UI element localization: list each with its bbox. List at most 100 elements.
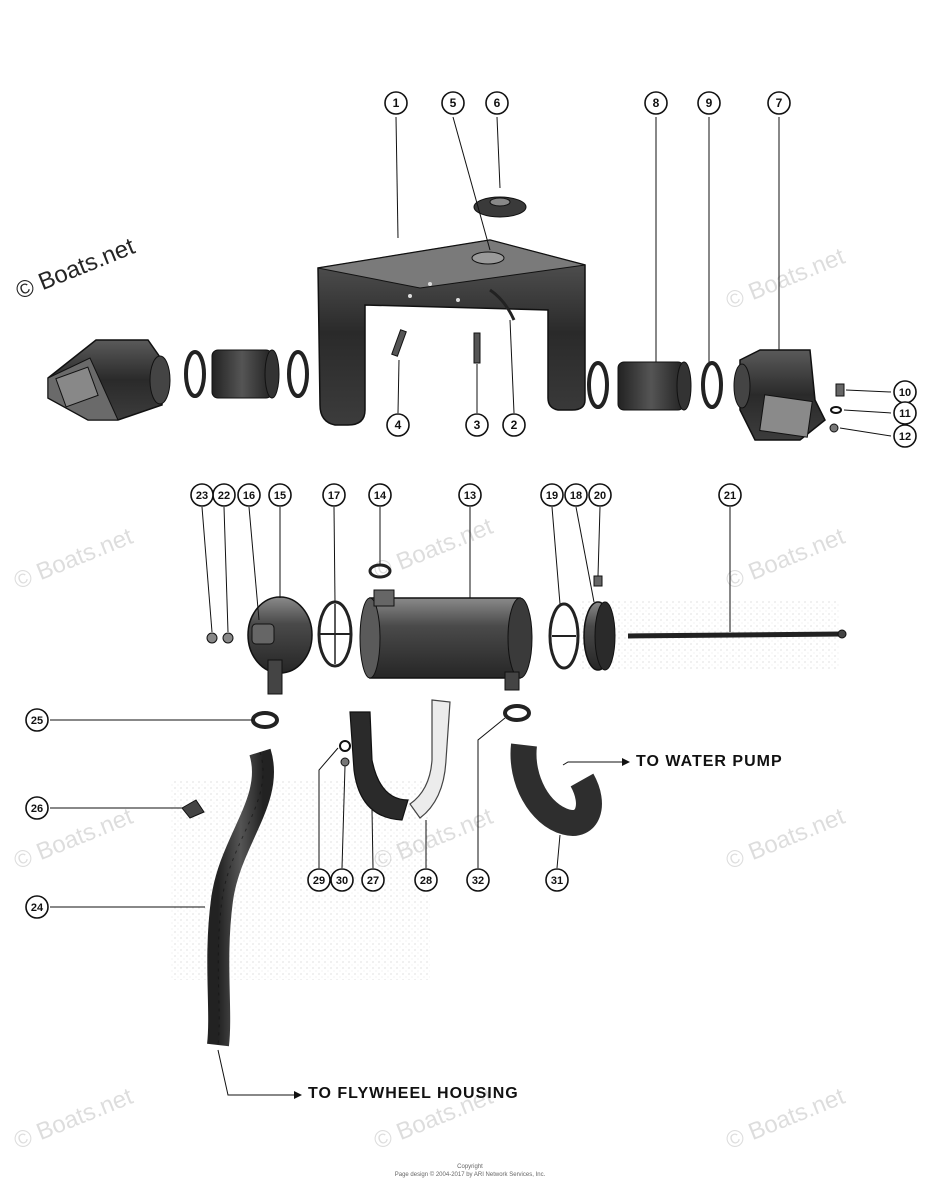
part-number-badge-16: 16	[237, 483, 261, 507]
part-30-nut	[340, 757, 350, 767]
badge-circle	[386, 413, 410, 437]
part-number-badge-11: 11	[893, 401, 917, 425]
badge-circle	[893, 424, 917, 448]
badge-label: 32	[472, 875, 484, 887]
part-number-badge-14: 14	[368, 483, 392, 507]
badge-label: 13	[464, 490, 476, 502]
left-elbow-housing	[47, 339, 171, 421]
part-number-badge-30: 30	[330, 868, 354, 892]
part-number-badge-4: 4	[386, 413, 410, 437]
arrowhead	[622, 758, 630, 766]
badge-circle	[361, 868, 385, 892]
footer-line2: Page design © 2004-2017 by ARI Network S…	[394, 1172, 546, 1178]
badge-label: 28	[420, 875, 432, 887]
part-number-badge-5: 5	[441, 91, 465, 115]
badge-circle	[237, 483, 261, 507]
badge-label: 22	[218, 490, 230, 502]
badge-circle	[25, 796, 49, 820]
left-hose-assembly	[184, 349, 309, 399]
badge-label: 21	[724, 490, 736, 502]
part-number-badge-10: 10	[893, 380, 917, 404]
part-8-9-right-hose	[587, 361, 723, 411]
badge-label: 25	[31, 715, 43, 727]
badge-circle	[893, 401, 917, 425]
part-number-badge-29: 29	[307, 868, 331, 892]
badge-circle	[384, 91, 408, 115]
part-number-badge-12: 12	[893, 424, 917, 448]
badge-circle	[465, 413, 489, 437]
part-number-badge-15: 15	[268, 483, 292, 507]
badge-label: 4	[395, 418, 402, 432]
part-number-badge-20: 20	[588, 483, 612, 507]
part-number-badge-2: 2	[502, 413, 526, 437]
badge-label: 30	[336, 875, 348, 887]
part-13-cylinder	[359, 589, 533, 691]
badge-label: 23	[196, 490, 208, 502]
part-number-badge-24: 24	[25, 895, 49, 919]
badge-label: 26	[31, 803, 43, 815]
badge-label: 8	[653, 96, 660, 110]
badge-label: 31	[551, 875, 563, 887]
badge-label: 17	[328, 490, 340, 502]
part-4-pin	[391, 329, 407, 357]
part-6-cap	[473, 196, 527, 218]
badge-circle	[644, 91, 668, 115]
badge-circle	[540, 483, 564, 507]
part-17-gasket	[317, 600, 353, 668]
part-18-end-disc	[583, 601, 616, 671]
badge-label: 27	[367, 875, 379, 887]
badge-circle	[564, 483, 588, 507]
copyright-footer: Copyright Page design © 2004-2017 by ARI…	[300, 1163, 640, 1179]
part-number-badge-18: 18	[564, 483, 588, 507]
part-26-clip	[181, 799, 205, 819]
hose-ribs	[217, 751, 264, 1046]
part-number-badge-6: 6	[485, 91, 509, 115]
badge-circle	[441, 91, 465, 115]
badge-circle	[268, 483, 292, 507]
badge-label: 19	[546, 490, 558, 502]
callout-to-flywheel-housing: TO FLYWHEEL HOUSING	[308, 1085, 519, 1102]
part-number-badge-9: 9	[697, 91, 721, 115]
badge-label: 18	[570, 490, 582, 502]
badge-label: 7	[776, 96, 783, 110]
badge-circle	[485, 91, 509, 115]
part-number-badge-22: 22	[212, 483, 236, 507]
badge-circle	[25, 895, 49, 919]
footer-line1: Copyright	[457, 1164, 483, 1170]
part-15-16-end-cap	[247, 596, 313, 695]
badge-circle	[414, 868, 438, 892]
badge-label: 11	[899, 408, 911, 420]
part-number-badge-32: 32	[466, 868, 490, 892]
badge-label: 1	[393, 96, 400, 110]
part-14-washer	[368, 563, 392, 579]
arrowhead	[294, 1091, 302, 1099]
badge-circle	[588, 483, 612, 507]
badge-circle	[458, 483, 482, 507]
part-7-elbow-housing	[733, 349, 826, 441]
badge-circle	[697, 91, 721, 115]
badge-circle	[767, 91, 791, 115]
badge-label: 29	[313, 875, 325, 887]
part-number-badge-7: 7	[767, 91, 791, 115]
badge-circle	[322, 483, 346, 507]
badge-circle	[545, 868, 569, 892]
badge-circle	[307, 868, 331, 892]
badge-circle	[466, 868, 490, 892]
part-12-nut	[829, 423, 839, 433]
badge-label: 15	[274, 490, 286, 502]
part-29-washer	[339, 740, 351, 752]
part-number-badge-28: 28	[414, 868, 438, 892]
part-31-elbow-hose	[510, 743, 602, 836]
part-number-badge-13: 13	[458, 483, 482, 507]
badge-circle	[718, 483, 742, 507]
part-1-manifold	[317, 239, 586, 426]
badge-label: 9	[706, 96, 713, 110]
badge-label: 10	[899, 387, 911, 399]
part-2-tube	[489, 288, 516, 321]
part-10-screw	[835, 383, 845, 397]
badge-label: 2	[511, 418, 518, 432]
badge-label: 5	[450, 96, 457, 110]
badge-label: 16	[243, 490, 255, 502]
